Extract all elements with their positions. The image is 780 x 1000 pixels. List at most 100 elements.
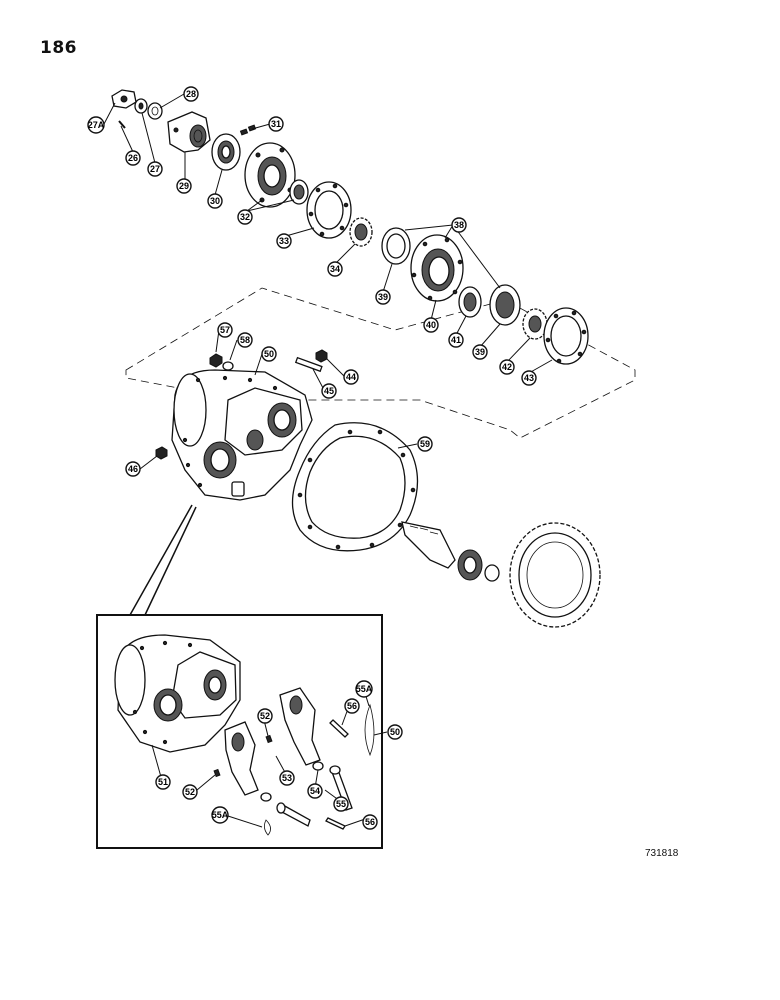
svg-text:26: 26: [128, 153, 138, 163]
svg-text:30: 30: [210, 196, 220, 206]
callout-39-lower: 39: [472, 344, 488, 360]
callout-43: 43: [521, 370, 537, 386]
svg-text:50: 50: [264, 349, 274, 359]
part-washer-58: [222, 361, 234, 371]
svg-text:33: 33: [279, 236, 289, 246]
page-number: 186: [40, 38, 77, 58]
callout-labels: 27A 26 27 28 29 30 31 32 33 34 38 39 40 …: [87, 86, 537, 830]
callout-29: 29: [176, 178, 192, 194]
part-bearing-cap-53: [224, 687, 321, 796]
svg-text:51: 51: [158, 777, 168, 787]
part-bearing-cone-34: [349, 217, 373, 247]
part-dowels-52: [213, 734, 273, 778]
svg-text:28: 28: [186, 89, 196, 99]
part-housing-51: [114, 634, 241, 753]
inset-leader-left: [129, 504, 193, 616]
callout-26: 26: [125, 150, 141, 166]
callout-53: 53: [279, 770, 295, 786]
part-retainer-40: [410, 234, 464, 302]
svg-text:46: 46: [128, 464, 138, 474]
svg-text:56: 56: [365, 817, 375, 827]
part-seal-28: [147, 102, 163, 120]
svg-text:56: 56: [347, 701, 357, 711]
part-pin-26: [118, 120, 126, 129]
part-bolts-31: [239, 124, 257, 136]
svg-text:27: 27: [150, 164, 160, 174]
svg-text:44: 44: [346, 372, 356, 382]
svg-text:42: 42: [502, 362, 512, 372]
callout-46: 46: [125, 461, 141, 477]
callout-50-inset: 50: [387, 724, 403, 740]
part-nut-57: [209, 353, 223, 368]
svg-text:55A: 55A: [356, 684, 373, 694]
part-cotter-pins-56: [325, 719, 349, 830]
callout-39-upper: 39: [375, 289, 391, 305]
svg-text:52: 52: [185, 787, 195, 797]
part-washer-27: [134, 98, 148, 114]
callout-27a: 27A: [87, 116, 105, 134]
part-gasket-33: [306, 181, 352, 239]
part-carrier-housing-50: [171, 369, 313, 501]
callout-40: 40: [423, 317, 439, 333]
svg-text:34: 34: [330, 264, 340, 274]
part-cup-39-lower: [489, 284, 521, 326]
svg-text:27A: 27A: [88, 120, 105, 130]
callout-42: 42: [499, 359, 515, 375]
svg-text:45: 45: [324, 386, 334, 396]
svg-text:39: 39: [475, 347, 485, 357]
part-gasket-43: [543, 307, 589, 365]
svg-text:32: 32: [240, 212, 250, 222]
svg-text:59: 59: [420, 439, 430, 449]
callout-52-upper: 52: [257, 708, 273, 724]
callout-55: 55: [333, 796, 349, 812]
part-seal-30: [211, 133, 241, 171]
part-washers-54: [260, 761, 324, 802]
callout-41: 41: [448, 332, 464, 348]
svg-text:52: 52: [260, 711, 270, 721]
callout-52-lower: 52: [182, 784, 198, 800]
callout-58: 58: [237, 332, 253, 348]
svg-text:29: 29: [179, 181, 189, 191]
part-bearing-cone-42: [522, 308, 548, 340]
callout-38: 38: [451, 217, 467, 233]
svg-text:54: 54: [310, 786, 320, 796]
callout-56-lower: 56: [362, 814, 378, 830]
callout-34: 34: [327, 261, 343, 277]
svg-text:55: 55: [336, 799, 346, 809]
part-ring-gear: [509, 522, 601, 628]
callout-59: 59: [417, 436, 433, 452]
part-nut-46: [155, 446, 168, 460]
part-ring-41: [458, 286, 482, 318]
part-gasket-59: [291, 422, 419, 552]
svg-text:57: 57: [220, 325, 230, 335]
svg-text:40: 40: [426, 320, 436, 330]
callout-56-upper: 56: [344, 698, 360, 714]
part-bearing-cage-32: [244, 142, 309, 208]
svg-text:58: 58: [240, 335, 250, 345]
svg-text:50: 50: [390, 727, 400, 737]
part-nut-44: [315, 349, 328, 363]
callout-30: 30: [207, 193, 223, 209]
svg-text:38: 38: [454, 220, 464, 230]
inset-leader-right: [144, 506, 197, 616]
svg-text:43: 43: [524, 373, 534, 383]
callout-27: 27: [147, 161, 163, 177]
inset-detail-box: [96, 614, 383, 849]
reference-number: 731818: [645, 848, 679, 859]
callout-50-main: 50: [261, 346, 277, 362]
part-stud-45: [294, 356, 323, 373]
part-nut-27a: [111, 89, 137, 109]
callout-32: 32: [237, 209, 253, 225]
callout-55a-upper: 55A: [355, 680, 373, 698]
callout-33: 33: [276, 233, 292, 249]
svg-text:53: 53: [282, 773, 292, 783]
part-lockwire-55a: [264, 703, 375, 836]
callout-54: 54: [307, 783, 323, 799]
callout-31: 31: [268, 116, 284, 132]
callout-57: 57: [217, 322, 233, 338]
part-ring-39-upper: [381, 227, 411, 265]
svg-text:31: 31: [271, 119, 281, 129]
part-yoke-29: [167, 111, 211, 153]
callout-28: 28: [183, 86, 199, 102]
